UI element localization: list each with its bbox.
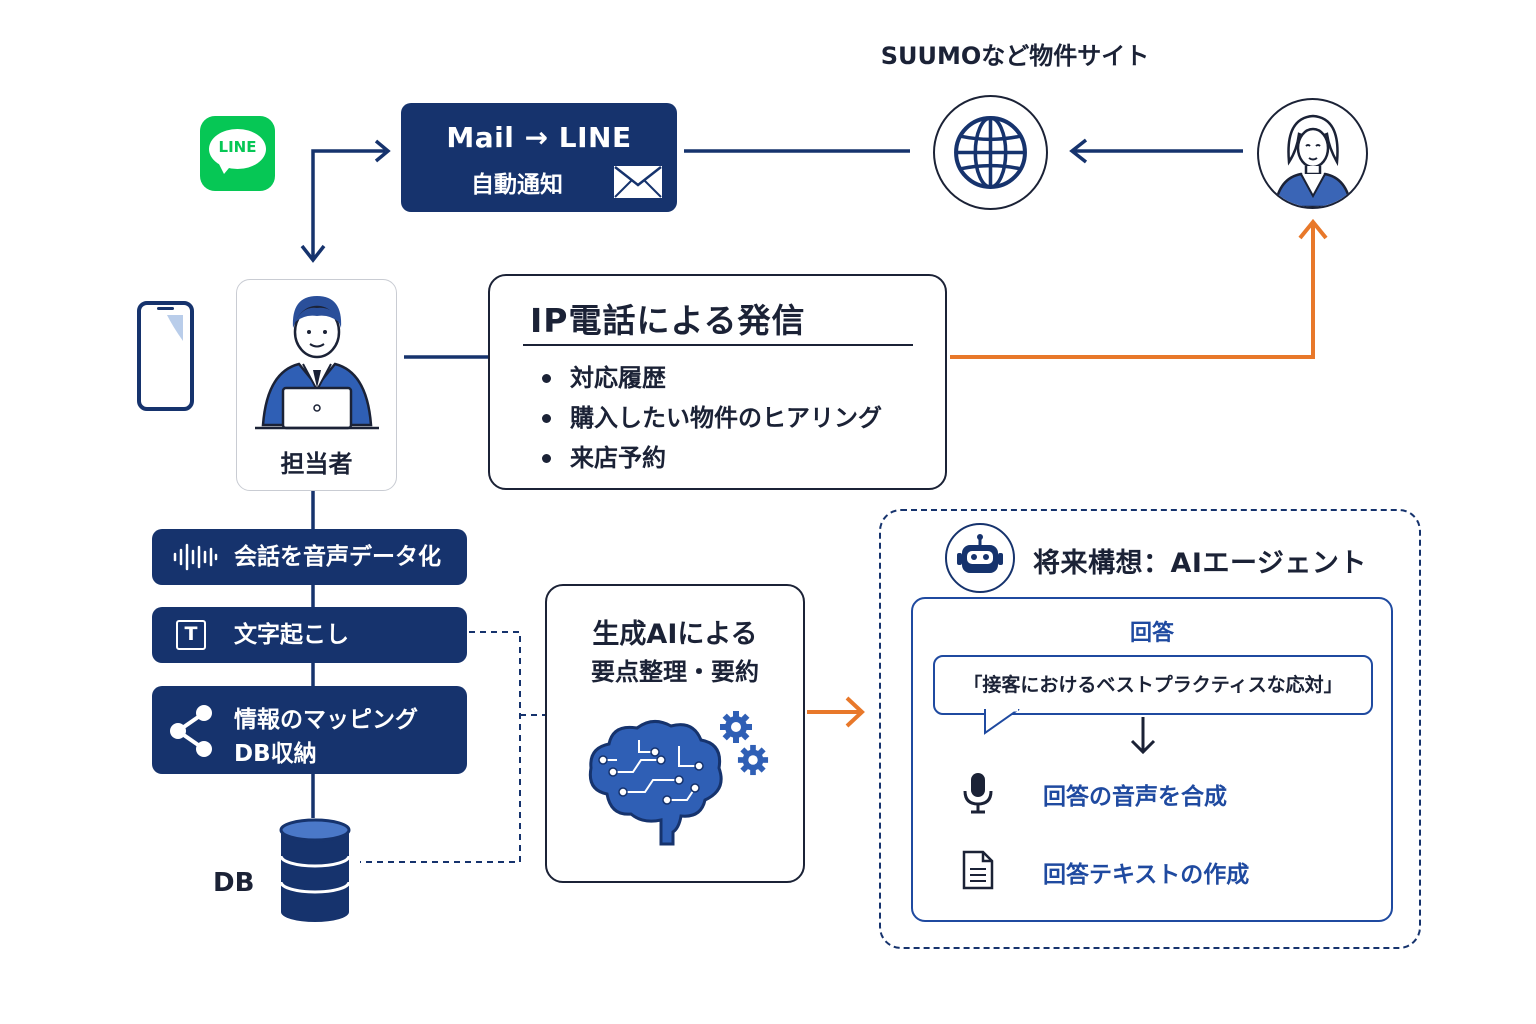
line-logo-text: LINE bbox=[218, 138, 257, 156]
speech-tail bbox=[984, 709, 1020, 735]
ip-call-orange-arrow bbox=[950, 224, 1315, 359]
mail-box-subtitle: 自動通知 bbox=[471, 172, 563, 198]
mapping-db-step: 情報のマッピング DB収納 bbox=[152, 686, 467, 774]
ip-call-title: IP電話による発信 bbox=[530, 301, 806, 340]
answer-box: 回答 「接客におけるベストプラクティスな応対」 回答の音声を合成 回答テキストの… bbox=[911, 597, 1393, 922]
transcription-label: 文字起こし bbox=[234, 622, 349, 648]
ip-call-item: 来店予約 bbox=[540, 438, 882, 478]
mail-icon bbox=[614, 166, 662, 198]
ip-call-divider bbox=[523, 344, 913, 346]
mail-box-title: Mail → LINE bbox=[446, 121, 632, 154]
customer-avatar bbox=[1257, 98, 1368, 209]
staff-card: 担当者 bbox=[236, 279, 397, 491]
staff-avatar-icon bbox=[255, 296, 379, 430]
ip-call-item: 購入したい物件のヒアリング bbox=[540, 398, 882, 438]
ip-call-item: 対応履歴 bbox=[540, 358, 882, 398]
future-ai-agent-box: 将来構想：AIエージェント 回答 「接客におけるベストプラクティスな応対」 回答… bbox=[879, 509, 1421, 949]
text-t-letter: T bbox=[184, 623, 198, 645]
text-creation-item: 回答テキストの作成 bbox=[1043, 862, 1250, 888]
down-arrow-icon bbox=[1130, 717, 1156, 755]
db-label: DB bbox=[213, 868, 255, 898]
future-title: 将来構想：AIエージェント bbox=[1033, 548, 1367, 579]
globe-icon bbox=[954, 116, 1027, 189]
staff-label: 担当者 bbox=[280, 450, 353, 478]
voice-synthesis-item: 回答の音声を合成 bbox=[1043, 784, 1227, 810]
line-logo-icon: LINE bbox=[200, 116, 275, 191]
database-icon bbox=[279, 818, 351, 922]
gen-ai-subtitle: 要点整理・要約 bbox=[591, 658, 759, 686]
robot-circle bbox=[945, 523, 1015, 593]
gen-ai-title: 生成AIによる bbox=[592, 619, 758, 650]
document-icon bbox=[962, 850, 994, 890]
microphone-icon bbox=[963, 773, 993, 814]
share-network-icon bbox=[170, 705, 212, 757]
ip-call-box: IP電話による発信 対応履歴 購入したい物件のヒアリング 来店予約 bbox=[488, 274, 947, 490]
voice-data-label: 会話を音声データ化 bbox=[234, 544, 441, 570]
gen-ai-box: 生成AIによる 要点整理・要約 bbox=[545, 584, 805, 883]
ip-call-list: 対応履歴 購入したい物件のヒアリング 来店予約 bbox=[540, 358, 882, 478]
gear-icon bbox=[737, 744, 769, 776]
smartphone-icon bbox=[137, 301, 194, 411]
db-store-label: DB収納 bbox=[234, 741, 317, 767]
brain-icon bbox=[588, 720, 723, 846]
quote-text: 「接客におけるベストプラクティスな応対」 bbox=[963, 674, 1343, 696]
mail-line-notify-box: Mail → LINE 自動通知 bbox=[401, 103, 677, 212]
suumo-site-label: SUUMOなど物件サイト bbox=[880, 42, 1150, 70]
quote-bubble: 「接客におけるベストプラクティスな応対」 bbox=[933, 655, 1373, 715]
customer-avatar-icon bbox=[1273, 114, 1353, 207]
transcription-step: T 文字起こし bbox=[152, 607, 467, 663]
voice-data-step: 会話を音声データ化 bbox=[152, 529, 467, 585]
answer-label: 回答 bbox=[1129, 621, 1174, 646]
sound-wave-icon bbox=[173, 543, 218, 571]
text-t-icon: T bbox=[176, 620, 206, 650]
mapping-label: 情報のマッピング bbox=[234, 707, 418, 733]
robot-icon bbox=[957, 534, 1003, 573]
globe-circle bbox=[933, 95, 1048, 210]
line-to-mail-arrow bbox=[311, 149, 385, 258]
gear-icon bbox=[720, 711, 752, 743]
